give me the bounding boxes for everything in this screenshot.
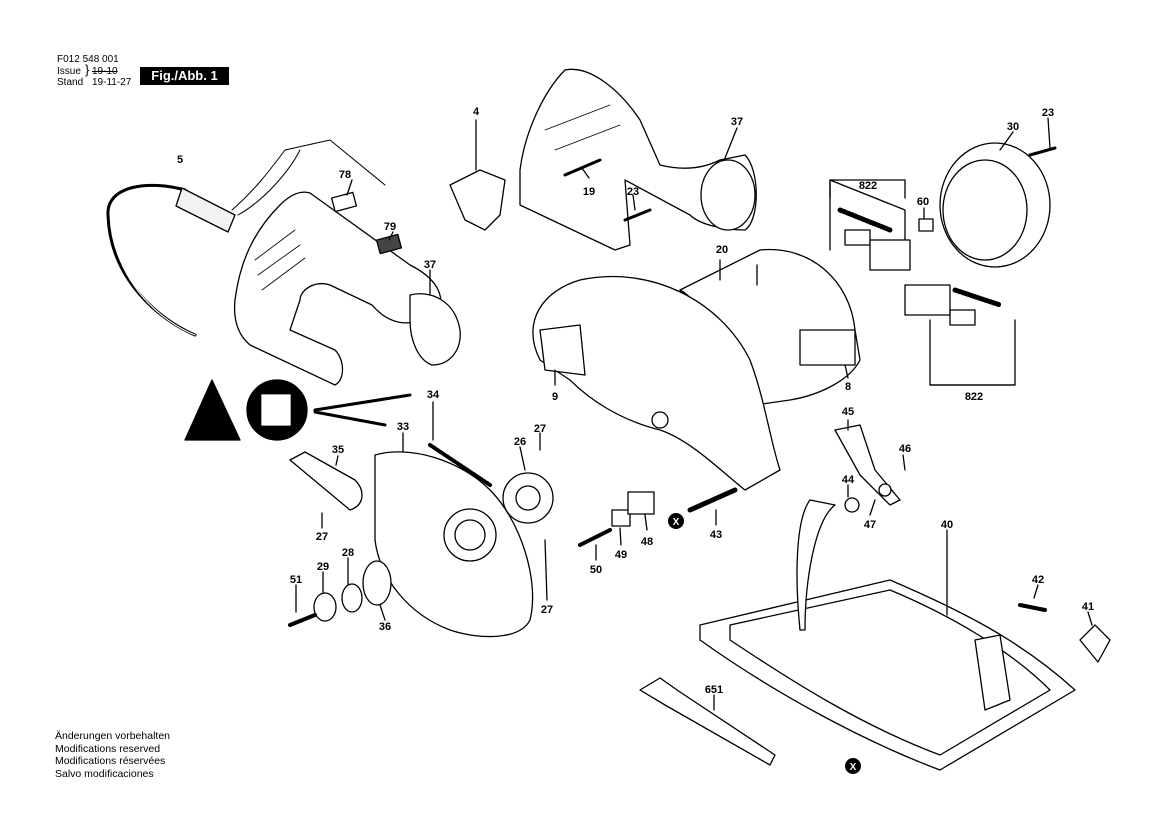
part-78 bbox=[330, 191, 358, 213]
part-label: 50 bbox=[590, 564, 602, 576]
part-label: 29 bbox=[317, 561, 329, 573]
part-label: 26 bbox=[514, 436, 526, 448]
nut-44 bbox=[844, 497, 860, 513]
spring-34 bbox=[428, 443, 492, 487]
part-60 bbox=[918, 218, 934, 232]
brush-holder-upper bbox=[829, 179, 911, 271]
part-label: 27 bbox=[541, 604, 553, 616]
issue-label: Issue bbox=[57, 66, 81, 77]
part-label: 41 bbox=[1082, 601, 1094, 613]
part-label: 37 bbox=[731, 116, 743, 128]
part-label: 35 bbox=[332, 444, 344, 456]
wrench-651 bbox=[639, 677, 776, 766]
handle-housing bbox=[233, 191, 461, 386]
pin-43 bbox=[687, 487, 738, 513]
washer-36 bbox=[362, 560, 392, 606]
screw-19 bbox=[563, 158, 602, 177]
end-cover bbox=[939, 142, 1057, 268]
svg-text:X: X bbox=[850, 762, 857, 773]
part-label: 27 bbox=[534, 423, 546, 435]
part-label: 42 bbox=[1032, 574, 1044, 586]
warning-triangle-icon bbox=[184, 379, 241, 441]
note-line: Modifications reserved bbox=[55, 742, 161, 755]
screw-42 bbox=[1018, 603, 1047, 612]
date-brace: } bbox=[85, 62, 90, 77]
part-label: 37 bbox=[424, 259, 436, 271]
part-label: 651 bbox=[705, 684, 723, 696]
figure-label: Fig./Abb. 1 bbox=[140, 67, 229, 85]
base-plate bbox=[699, 499, 1076, 771]
part-label: 43 bbox=[710, 529, 722, 541]
issue-date: 19-10 bbox=[92, 66, 118, 77]
part-label: 51 bbox=[290, 574, 302, 586]
part-label: 45 bbox=[842, 406, 854, 418]
svg-text:X: X bbox=[673, 517, 680, 528]
part-label: 46 bbox=[899, 443, 911, 455]
part-label: 822 bbox=[859, 180, 877, 192]
part-label: 27 bbox=[316, 531, 328, 543]
washer-29 bbox=[313, 592, 337, 622]
modification-notes: Änderungen vorbehalten Modifications res… bbox=[55, 730, 170, 780]
screw-50 bbox=[578, 528, 612, 547]
lower-blade-guard bbox=[374, 451, 534, 638]
part-label: 44 bbox=[842, 474, 855, 486]
note-line: Modifications réservées bbox=[55, 755, 166, 767]
part-label: 78 bbox=[339, 169, 351, 181]
knob-41 bbox=[1079, 624, 1111, 663]
part-label: 48 bbox=[641, 536, 653, 548]
part-label: 28 bbox=[342, 547, 354, 559]
lever-35 bbox=[289, 451, 363, 511]
x-marker: X bbox=[668, 513, 684, 529]
note-line: Änderungen vorbehalten bbox=[55, 730, 171, 742]
part-label: 20 bbox=[716, 244, 728, 256]
bushing-48 bbox=[627, 491, 655, 515]
part-label: 47 bbox=[864, 519, 876, 531]
sleeve-49 bbox=[611, 509, 631, 527]
part-label: 49 bbox=[615, 549, 627, 561]
part-label: 36 bbox=[379, 621, 391, 633]
switch-part bbox=[449, 169, 506, 231]
part-label: 23 bbox=[1042, 107, 1054, 119]
bolt-51 bbox=[288, 613, 317, 627]
part-label: 19 bbox=[583, 186, 595, 198]
part-label: 60 bbox=[917, 196, 929, 208]
part-label: 79 bbox=[384, 221, 396, 233]
stand-date: 19-11-27 bbox=[92, 77, 132, 88]
power-cable bbox=[106, 139, 386, 337]
motor-housing-cover bbox=[519, 68, 757, 251]
part-label: 33 bbox=[397, 421, 409, 433]
x-marker: X bbox=[845, 758, 861, 774]
upper-blade-guard bbox=[532, 275, 781, 491]
washer-28 bbox=[341, 583, 363, 613]
part-79 bbox=[375, 233, 403, 255]
part-label: 822 bbox=[965, 391, 983, 403]
part-label: 34 bbox=[427, 389, 440, 401]
screw-23 bbox=[623, 208, 652, 222]
note-line: Salvo modificaciones bbox=[55, 767, 154, 780]
part-label: 9 bbox=[552, 391, 558, 403]
washer-47 bbox=[878, 483, 892, 497]
brush-holder-lower bbox=[904, 284, 1016, 386]
stand-label: Stand bbox=[57, 77, 84, 88]
part-label: 8 bbox=[845, 381, 851, 393]
part-label: 5 bbox=[177, 154, 183, 166]
doc-number: F012 548 001 bbox=[57, 54, 119, 65]
part-label: 40 bbox=[941, 519, 953, 531]
part-label: 30 bbox=[1007, 121, 1019, 133]
part-label: 23 bbox=[627, 186, 639, 198]
part-label: 4 bbox=[473, 106, 480, 118]
